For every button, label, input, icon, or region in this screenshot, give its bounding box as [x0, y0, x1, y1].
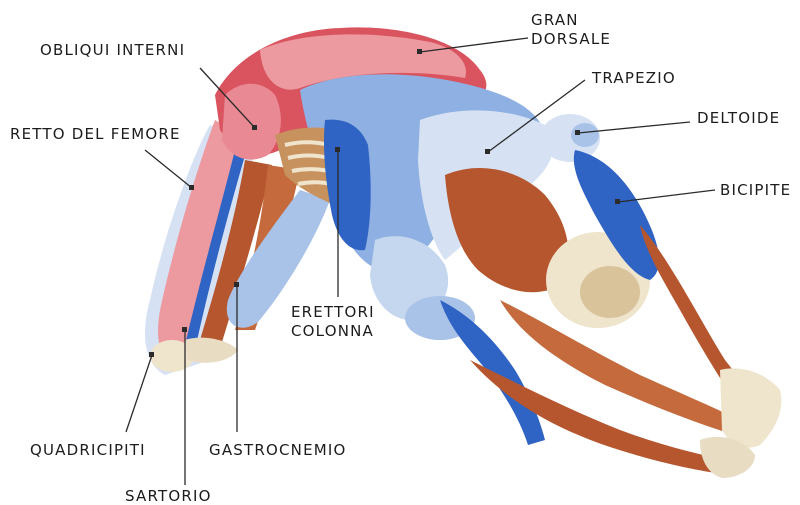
- dot-quadricipiti: [149, 352, 154, 357]
- hand-bones: [720, 368, 781, 447]
- dot-bicipite: [615, 199, 620, 204]
- label-trapezio: TRAPEZIO: [592, 70, 676, 87]
- leader-quadricipiti: [126, 355, 152, 432]
- label-quadricipiti: QUADRICIPITI: [30, 442, 146, 459]
- label-erettori-line2: COLONNA: [291, 323, 374, 340]
- dot-sartorio: [182, 327, 187, 332]
- leader-retto-femore: [145, 150, 192, 188]
- label-bicipite: BICIPITE: [720, 182, 791, 199]
- dot-gran-dorsale: [417, 49, 422, 54]
- label-retto-del-femore: RETTO DEL FEMORE: [10, 126, 181, 143]
- label-deltoide: DELTOIDE: [697, 110, 780, 127]
- foot-bones: [185, 338, 238, 363]
- dot-erettori: [335, 147, 340, 152]
- label-erettori-line1: ERETTORI: [291, 304, 375, 321]
- dot-deltoide: [575, 130, 580, 135]
- erector-spinae: [324, 120, 371, 251]
- obliques-side: [222, 84, 281, 160]
- label-gastrocnemio: GASTROCNEMIO: [209, 442, 347, 459]
- dot-obliqui-interni: [252, 125, 257, 130]
- dot-trapezio: [485, 149, 490, 154]
- head-shade: [580, 266, 640, 318]
- label-gran-dorsale-line2: DORSALE: [531, 31, 611, 48]
- dot-retto-femore: [189, 185, 194, 190]
- label-sartorio: SARTORIO: [125, 488, 212, 505]
- label-gran-dorsale-line1: GRAN: [531, 12, 579, 29]
- label-obliqui-interni: OBLIQUI INTERNI: [40, 42, 185, 59]
- dot-gastrocnemio: [234, 282, 239, 287]
